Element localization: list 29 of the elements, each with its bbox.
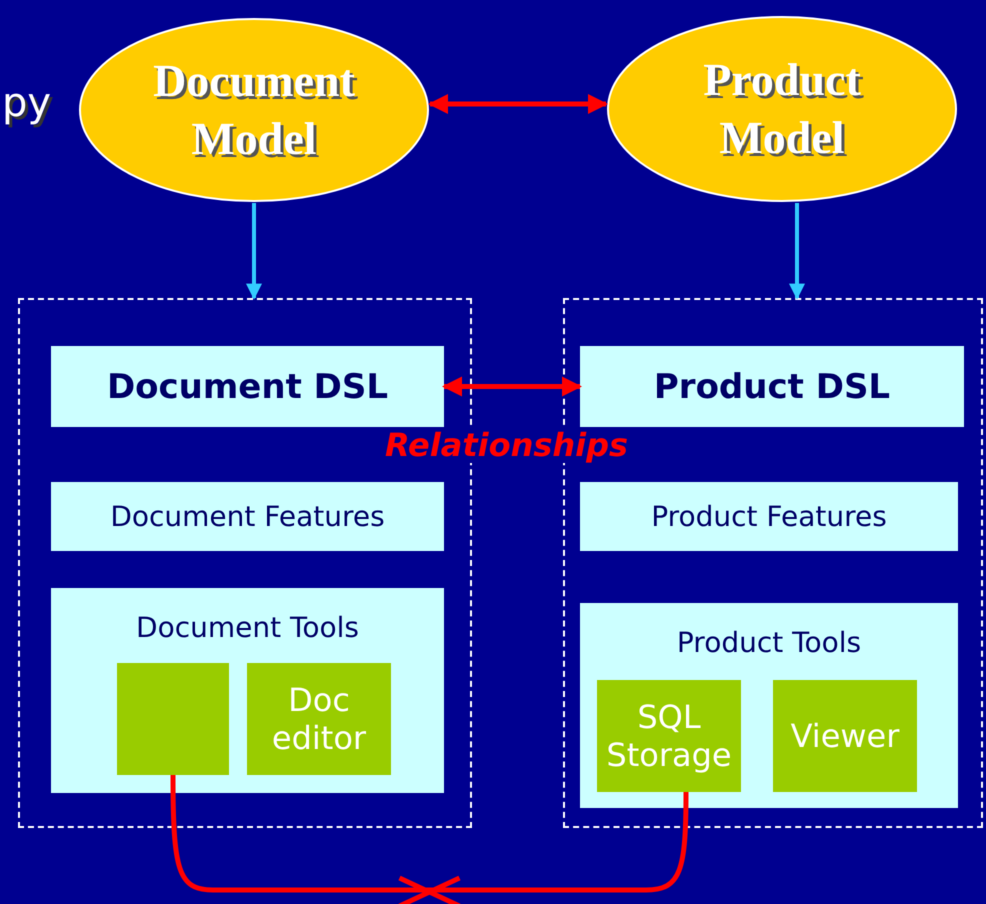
component-box [580, 482, 958, 551]
model-title: Document Model [152, 54, 356, 166]
tool-box [597, 680, 741, 792]
model-ellipse [606, 15, 958, 203]
tool-box [773, 680, 917, 792]
edge-label: Relationships [385, 426, 628, 462]
model-title: Product Model [702, 53, 862, 165]
box-label: Document DSL [106, 366, 388, 408]
box-label: SQL Storage [605, 698, 733, 774]
box-label: Product DSL [654, 366, 890, 408]
panel-heading: Document Tools [136, 610, 359, 646]
tools-panel [580, 603, 958, 808]
connector-arrow [246, 203, 262, 300]
component-box [51, 346, 444, 427]
text-fragment: py [2, 80, 52, 126]
tools-panel [51, 588, 444, 793]
component-box [51, 482, 444, 551]
box-label: Doc editor [270, 681, 368, 757]
model-ellipse [78, 17, 430, 203]
tool-box [247, 663, 391, 775]
box-label: Document Features [110, 498, 385, 534]
connector-arrow [442, 376, 582, 396]
component-box [580, 346, 964, 427]
connector-arrow [428, 94, 608, 114]
box-label: Product Features [651, 498, 887, 534]
panel-heading: Product Tools [676, 625, 862, 661]
connector-arrow [789, 203, 805, 300]
tool-box [117, 663, 229, 775]
box-label: Viewer [790, 717, 900, 755]
